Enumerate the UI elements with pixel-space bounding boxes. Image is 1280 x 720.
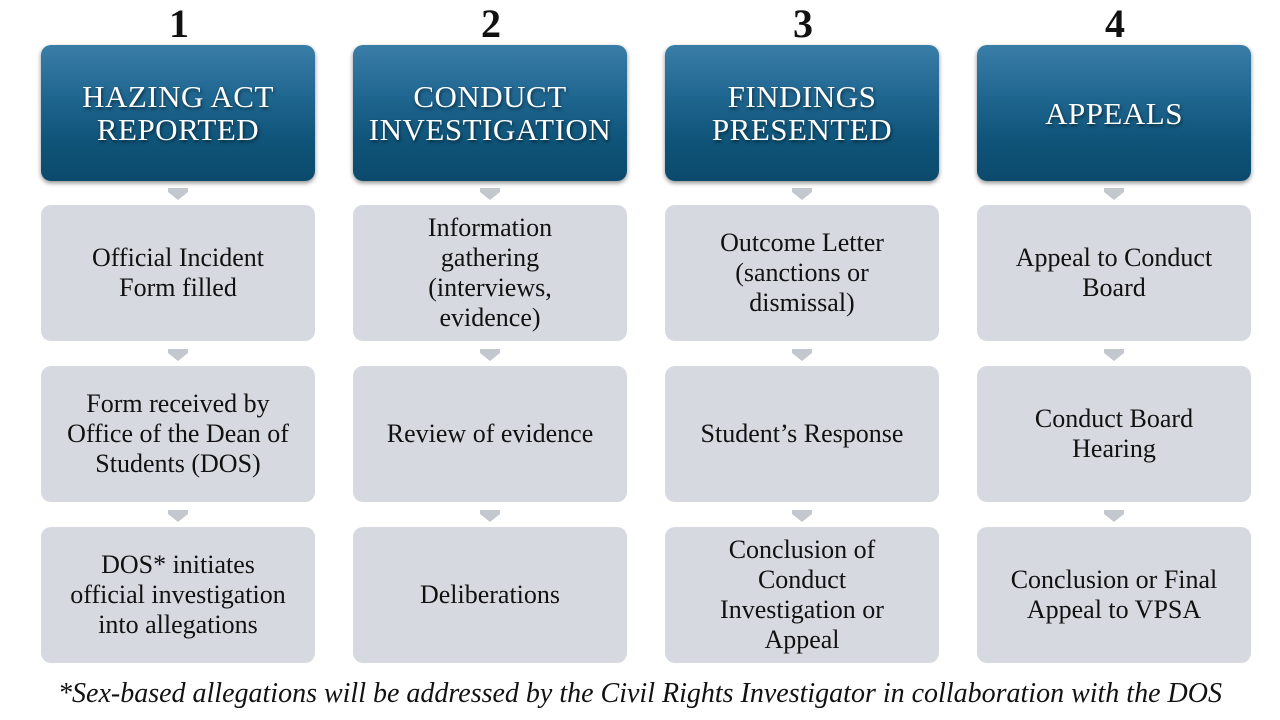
step-box: Review of evidence — [353, 366, 627, 502]
header-label: CONDUCT INVESTIGATION — [368, 79, 612, 147]
step-box: Conclusion of Conduct Investigation or A… — [665, 527, 939, 663]
step-box: Outcome Letter (sanctions or dismissal) — [665, 205, 939, 341]
column-number: 1 — [169, 1, 189, 46]
column-2: 2 CONDUCT INVESTIGATION Information gath… — [353, 0, 629, 670]
step-label: Conclusion or Final Appeal to VPSA — [1010, 565, 1218, 624]
column-1: 1 HAZING ACT REPORTED Official Incident … — [41, 0, 317, 670]
step-label: Conduct Board Hearing — [1034, 404, 1194, 463]
footnote: *Sex-based allegations will be addressed… — [58, 678, 1222, 709]
down-arrow-icon — [168, 349, 188, 361]
down-arrow-icon — [480, 510, 500, 522]
step-label: Information gathering (interviews, evide… — [427, 213, 553, 332]
column-4: 4 APPEALS Appeal to Conduct Board Conduc… — [977, 0, 1253, 670]
down-arrow-icon — [168, 510, 188, 522]
step-box: Official Incident Form filled — [41, 205, 315, 341]
down-arrow-icon — [1104, 349, 1124, 361]
column-number: 3 — [793, 1, 813, 46]
step-label: Student’s Response — [700, 419, 904, 448]
step-label: Appeal to Conduct Board — [1015, 243, 1213, 302]
step-box: Student’s Response — [665, 366, 939, 502]
down-arrow-icon — [792, 188, 812, 200]
step-box: Information gathering (interviews, evide… — [353, 205, 627, 341]
step-box: Appeal to Conduct Board — [977, 205, 1251, 341]
down-arrow-icon — [1104, 188, 1124, 200]
header-label: FINDINGS PRESENTED — [711, 79, 893, 147]
column-number: 2 — [481, 1, 501, 46]
header-box: FINDINGS PRESENTED — [665, 45, 939, 181]
down-arrow-icon — [168, 188, 188, 200]
header-box: APPEALS — [977, 45, 1251, 181]
step-label: DOS* initiates official investigation in… — [70, 550, 286, 639]
down-arrow-icon — [1104, 510, 1124, 522]
step-box: Deliberations — [353, 527, 627, 663]
header-label: APPEALS — [1045, 95, 1183, 131]
down-arrow-icon — [480, 349, 500, 361]
header-label: HAZING ACT REPORTED — [82, 79, 274, 147]
step-label: Conclusion of Conduct Investigation or A… — [720, 535, 884, 654]
down-arrow-icon — [480, 188, 500, 200]
down-arrow-icon — [792, 349, 812, 361]
down-arrow-icon — [792, 510, 812, 522]
step-label: Review of evidence — [386, 419, 594, 448]
column-3: 3 FINDINGS PRESENTED Outcome Letter (san… — [665, 0, 941, 670]
step-box: Conduct Board Hearing — [977, 366, 1251, 502]
step-label: Official Incident Form filled — [91, 243, 265, 302]
column-number: 4 — [1105, 1, 1125, 46]
step-label: Form received by Office of the Dean of S… — [67, 389, 289, 478]
header-box: CONDUCT INVESTIGATION — [353, 45, 627, 181]
step-label: Outcome Letter (sanctions or dismissal) — [720, 228, 884, 317]
step-label: Deliberations — [419, 580, 561, 609]
step-box: Conclusion or Final Appeal to VPSA — [977, 527, 1251, 663]
step-box: Form received by Office of the Dean of S… — [41, 366, 315, 502]
step-box: DOS* initiates official investigation in… — [41, 527, 315, 663]
header-box: HAZING ACT REPORTED — [41, 45, 315, 181]
